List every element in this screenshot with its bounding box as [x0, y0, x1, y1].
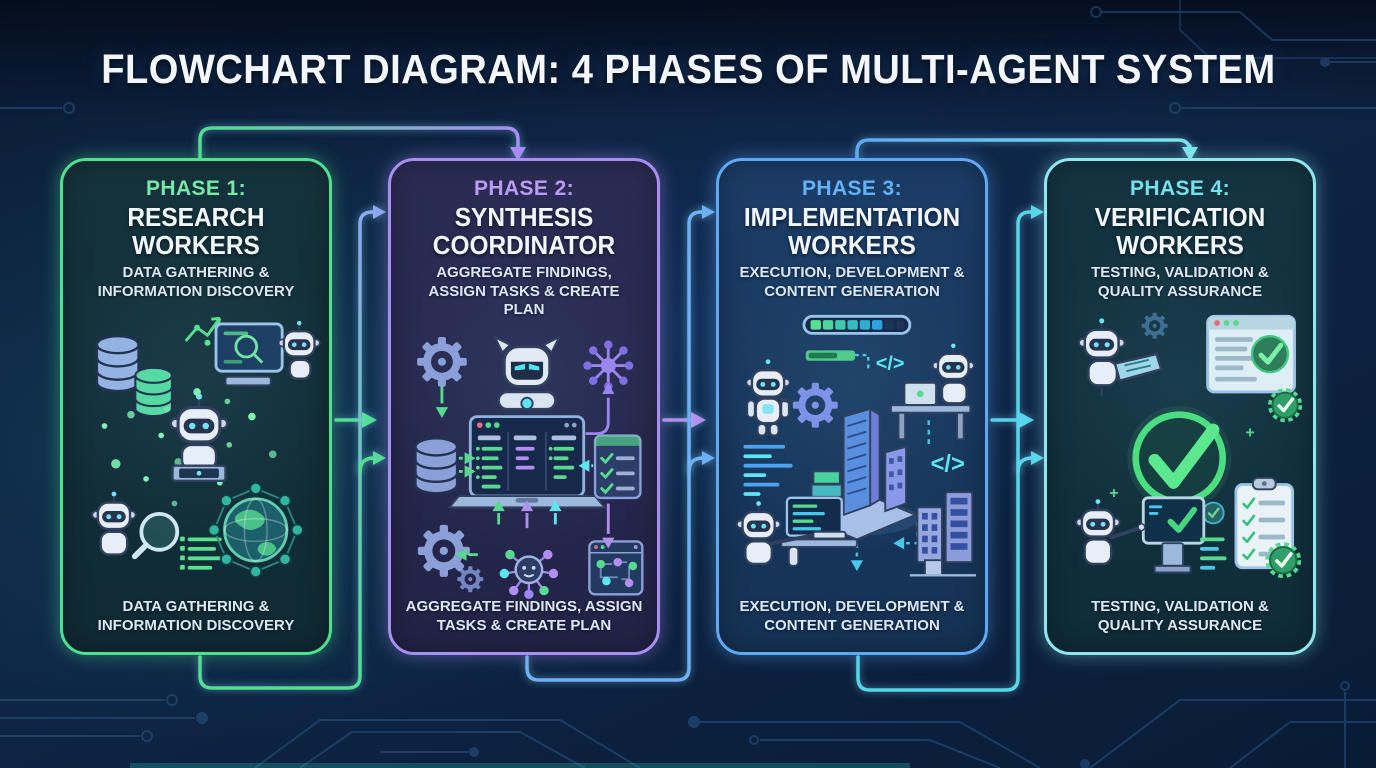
phase-3-card: PHASE 3: IMPLEMENTATION WORKERS EXECUTIO…: [716, 158, 988, 655]
phase-1-name: RESEARCH WORKERS: [127, 202, 265, 260]
phase-1-subtitle: DATA GATHERING & INFORMATION DISCOVERY: [97, 263, 295, 300]
robot-gear-icon: [746, 360, 837, 436]
phase-4-illustration: ++: [1075, 305, 1306, 581]
phase-1-label: PHASE 1:: [145, 177, 247, 200]
phase-3-illustration: </>: [735, 315, 976, 577]
tag-label-icon: [805, 350, 870, 373]
phase-4-card: PHASE 4: VERIFICATION WORKERS TESTING, V…: [1044, 158, 1316, 655]
magnifier-robot-icon: [91, 490, 222, 571]
code-tag-icon: </>: [876, 353, 905, 375]
approved-doc-icon: [1206, 315, 1296, 394]
flowchart-window-icon: [588, 540, 644, 596]
phase-2-label: PHASE 2:: [473, 177, 575, 200]
database-icon: [414, 437, 459, 495]
code-tag-icon-2: </>: [931, 452, 965, 478]
badge-check-icon: [1270, 390, 1301, 421]
task-table-laptop-icon: [447, 415, 607, 509]
phase-3-name: IMPLEMENTATION WORKERS: [743, 202, 961, 260]
globe-network-icon: [207, 482, 304, 579]
database-icon: [95, 335, 173, 418]
code-lines-icon: [1200, 537, 1227, 571]
phase-1-illustration: [91, 317, 321, 579]
phase-3-subtitle: EXECUTION, DEVELOPMENT & CONTENT GENERAT…: [739, 263, 965, 300]
checklist-icon: [593, 434, 642, 500]
server-towers-icon: [909, 491, 976, 577]
phase-4-subtitle: TESTING, VALIDATION & QUALITY ASSURANCE: [1091, 263, 1269, 300]
progress-bar-icon: [802, 315, 912, 336]
phase-2-name: SYNTHESIS COORDINATOR: [432, 202, 616, 260]
phase-4-caption: TESTING, VALIDATION & QUALITY ASSURANCE: [1091, 598, 1269, 635]
svg-text:+: +: [1109, 484, 1118, 502]
phase-4-label: PHASE 4:: [1129, 177, 1231, 200]
phase-2-illustration: [404, 324, 644, 600]
big-check-icon: [1127, 406, 1232, 511]
phase-1-caption: DATA GATHERING & INFORMATION DISCOVERY: [97, 598, 295, 635]
phase-2-caption: AGGREGATE FINDINGS, ASSIGN TASKS & CREAT…: [405, 598, 643, 635]
phase-1-card: PHASE 1: RESEARCH WORKERS DATA GATHERING…: [60, 158, 332, 655]
robot-tablet-icon: [1077, 317, 1163, 397]
gears-icon: [418, 525, 470, 577]
gear-icon: [1142, 313, 1168, 339]
coordinator-robot-icon: [492, 335, 562, 411]
badge-check-icon-2: [1267, 545, 1299, 577]
sparkles: ++: [1109, 424, 1254, 502]
robot-workstation-icon: [735, 497, 858, 568]
robot-monitor-icon: [214, 320, 321, 387]
phase-2-card: PHASE 2: SYNTHESIS COORDINATOR AGGREGATE…: [388, 158, 660, 655]
phase-3-caption: EXECUTION, DEVELOPMENT & CONTENT GENERAT…: [739, 598, 965, 635]
code-lines-icon: [743, 445, 793, 497]
hub-robot-icon: [499, 550, 559, 600]
page-title: FLOWCHART DIAGRAM: 4 PHASES OF MULTI-AGE…: [100, 46, 1276, 92]
shield-check-icon: [1201, 502, 1225, 525]
phase-4-name: VERIFICATION WORKERS: [1094, 202, 1266, 260]
phase-3-label: PHASE 3:: [801, 177, 903, 200]
gear-icon: [417, 337, 467, 387]
robot-monitor-check-icon: [1075, 496, 1206, 574]
phase-2-subtitle: AGGREGATE FINDINGS, ASSIGN TASKS & CREAT…: [428, 263, 620, 319]
svg-text:+: +: [1245, 424, 1254, 442]
